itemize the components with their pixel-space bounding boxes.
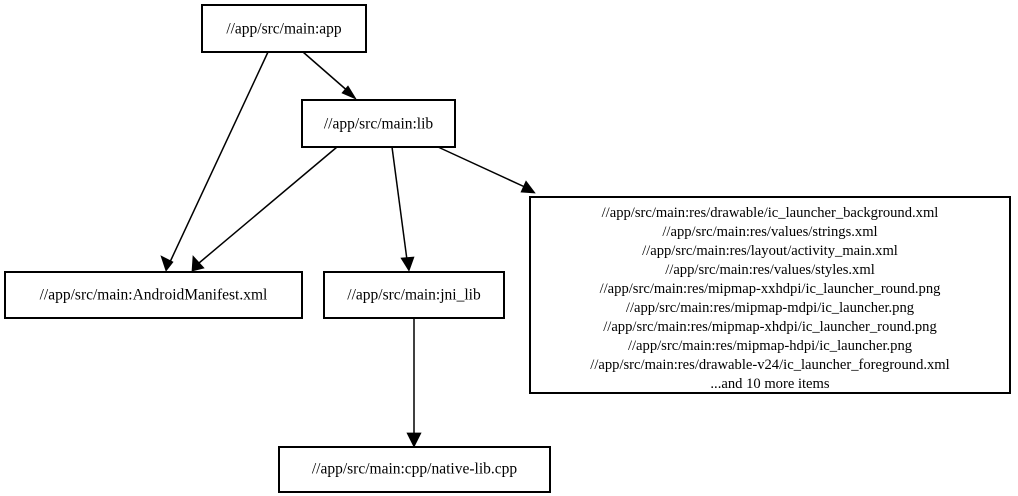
edge-lib-to-resources <box>437 146 536 194</box>
edge-jni-lib-to-native-lib <box>406 319 422 448</box>
node-app[interactable]: //app/src/main:app <box>201 4 367 53</box>
node-app-label: //app/src/main:app <box>226 21 342 38</box>
edge-layer <box>160 51 536 448</box>
edge-app-to-manifest-line <box>169 51 269 263</box>
node-lib-label: //app/src/main:lib <box>324 116 434 133</box>
node-android-manifest-label: //app/src/main:AndroidManifest.xml <box>40 287 268 304</box>
node-resources-box[interactable] <box>529 196 1011 394</box>
node-lib[interactable]: //app/src/main:lib <box>301 99 456 148</box>
node-resources-line-6: //app/src/main:res/mipmap-mdpi/ic_launch… <box>626 300 915 316</box>
edge-app-to-manifest-arrowhead <box>160 255 174 272</box>
node-native-lib-cpp-label: //app/src/main:cpp/native-lib.cpp <box>312 461 518 478</box>
edge-jni-lib-to-native-lib-arrowhead <box>406 432 422 448</box>
node-resources-line-7: //app/src/main:res/mipmap-xhdpi/ic_launc… <box>603 319 937 335</box>
node-resources-line-8: //app/src/main:res/mipmap-hdpi/ic_launch… <box>628 338 913 354</box>
node-resources-line-10: ...and 10 more items <box>710 376 829 392</box>
edge-lib-to-manifest-line <box>198 146 338 264</box>
node-resources-line-9: //app/src/main:res/drawable-v24/ic_launc… <box>590 357 949 373</box>
node-resources-line-5: //app/src/main:res/mipmap-xxhdpi/ic_laun… <box>600 281 942 297</box>
node-native-lib-cpp[interactable]: //app/src/main:cpp/native-lib.cpp <box>278 446 551 493</box>
node-jni-lib-label: //app/src/main:jni_lib <box>347 287 481 304</box>
edge-lib-to-manifest <box>191 146 338 272</box>
node-resources-line-3: //app/src/main:res/layout/activity_main.… <box>642 243 898 259</box>
node-resources-line-2: //app/src/main:res/values/strings.xml <box>662 224 877 240</box>
node-android-manifest[interactable]: //app/src/main:AndroidManifest.xml <box>4 271 303 319</box>
edge-lib-to-resources-line <box>437 146 528 189</box>
node-lib-box[interactable] <box>301 99 456 148</box>
edge-app-to-lib-arrowhead <box>341 85 357 100</box>
edge-lib-to-manifest-arrowhead <box>191 255 205 272</box>
edge-lib-to-jni-lib <box>391 146 415 272</box>
node-app-box[interactable] <box>201 4 367 53</box>
node-resources-line-1: //app/src/main:res/drawable/ic_launcher_… <box>602 205 939 221</box>
node-jni-lib-box[interactable] <box>323 271 505 319</box>
edge-lib-to-jni-lib-arrowhead <box>400 256 415 272</box>
node-resources-line-4: //app/src/main:res/values/styles.xml <box>665 262 875 278</box>
node-jni-lib[interactable]: //app/src/main:jni_lib <box>323 271 505 319</box>
edge-lib-to-resources-arrowhead <box>520 180 536 194</box>
edge-app-to-lib-line <box>302 51 351 94</box>
edge-app-to-manifest <box>160 51 269 272</box>
edge-lib-to-jni-lib-line <box>391 146 408 261</box>
edge-app-to-lib <box>302 51 357 100</box>
node-resources[interactable]: //app/src/main:res/drawable/ic_launcher_… <box>529 196 1011 394</box>
node-android-manifest-box[interactable] <box>4 271 303 319</box>
node-native-lib-cpp-box[interactable] <box>278 446 551 493</box>
node-layer: //app/src/main:app //app/src/main:lib //… <box>4 4 1011 493</box>
